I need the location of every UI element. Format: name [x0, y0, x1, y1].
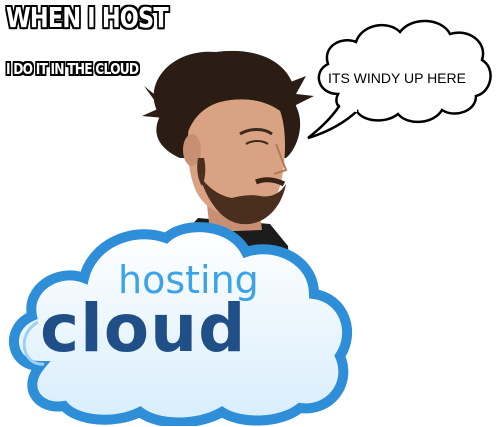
speech-bubble-text: ITS WINDY UP HERE	[328, 70, 466, 86]
logo-word-hosting: hosting	[118, 258, 259, 302]
speech-bubble-icon	[307, 19, 492, 140]
cloud-logo-icon	[9, 222, 353, 426]
logo-word-cloud: cloud	[40, 290, 247, 367]
bottom-caption: I DO IT IN THE CLOUD	[6, 60, 139, 78]
top-caption: WHEN I HOST	[6, 1, 169, 34]
